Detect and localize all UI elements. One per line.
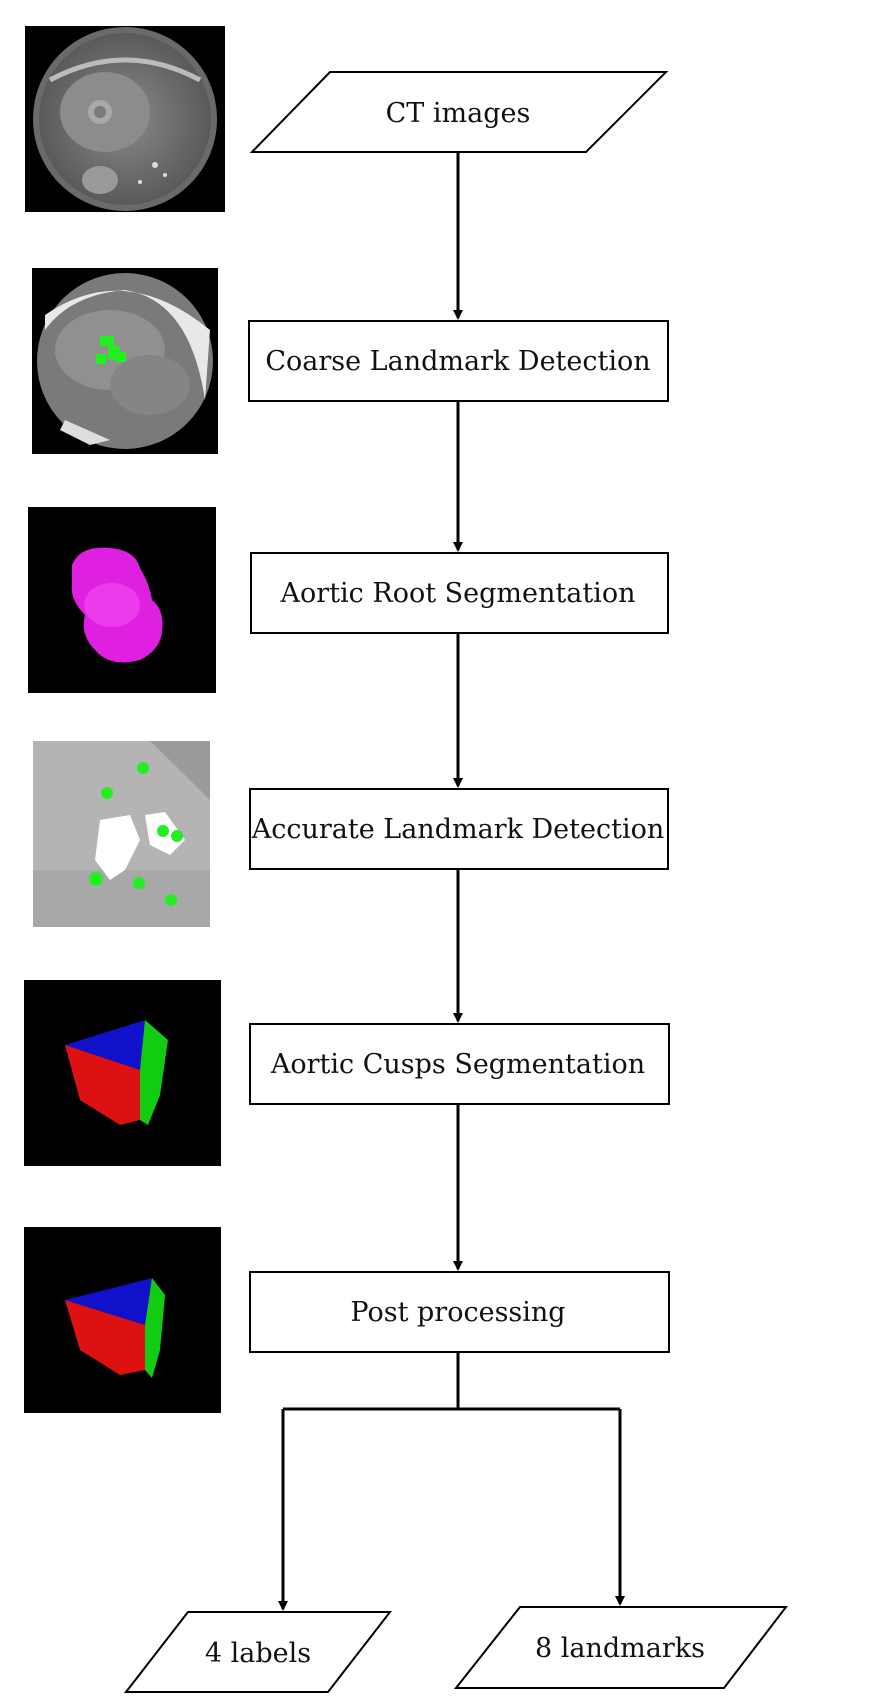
thumbnail-accurate-landmarks: [33, 741, 210, 927]
step-label: Post processing: [350, 1297, 565, 1328]
step-box-post-processing: Post processing: [249, 1271, 670, 1353]
step-label: Aortic Cusps Segmentation: [270, 1049, 645, 1080]
thumbnail-post-processing: [24, 1227, 221, 1413]
landmark-dots: [96, 336, 126, 364]
step-box-aortic-cusps: Aortic Cusps Segmentation: [249, 1023, 670, 1105]
thumbnail-cusps-segmentation: [24, 980, 221, 1166]
step-label: Coarse Landmark Detection: [265, 346, 650, 377]
output-parallelogram-labels: 4 labels: [123, 1611, 393, 1693]
step-box-aortic-root: Aortic Root Segmentation: [250, 552, 669, 634]
step-label: Aortic Root Segmentation: [280, 578, 636, 609]
landmark-dots: [89, 762, 183, 906]
output-label: 4 labels: [205, 1638, 311, 1669]
output-parallelogram-landmarks: 8 landmarks: [453, 1606, 789, 1689]
input-label: CT images: [386, 98, 531, 129]
connectors: [278, 152, 625, 1611]
step-box-accurate-landmark: Accurate Landmark Detection: [249, 788, 669, 870]
output-label: 8 landmarks: [535, 1633, 705, 1664]
input-parallelogram: CT images: [249, 71, 669, 153]
thumbnail-aortic-root: [28, 507, 216, 693]
step-label: Accurate Landmark Detection: [251, 814, 665, 845]
thumbnail-coarse-landmarks: [32, 268, 218, 454]
step-box-coarse-landmark: Coarse Landmark Detection: [248, 320, 669, 402]
thumbnail-ct-images: [25, 26, 225, 212]
